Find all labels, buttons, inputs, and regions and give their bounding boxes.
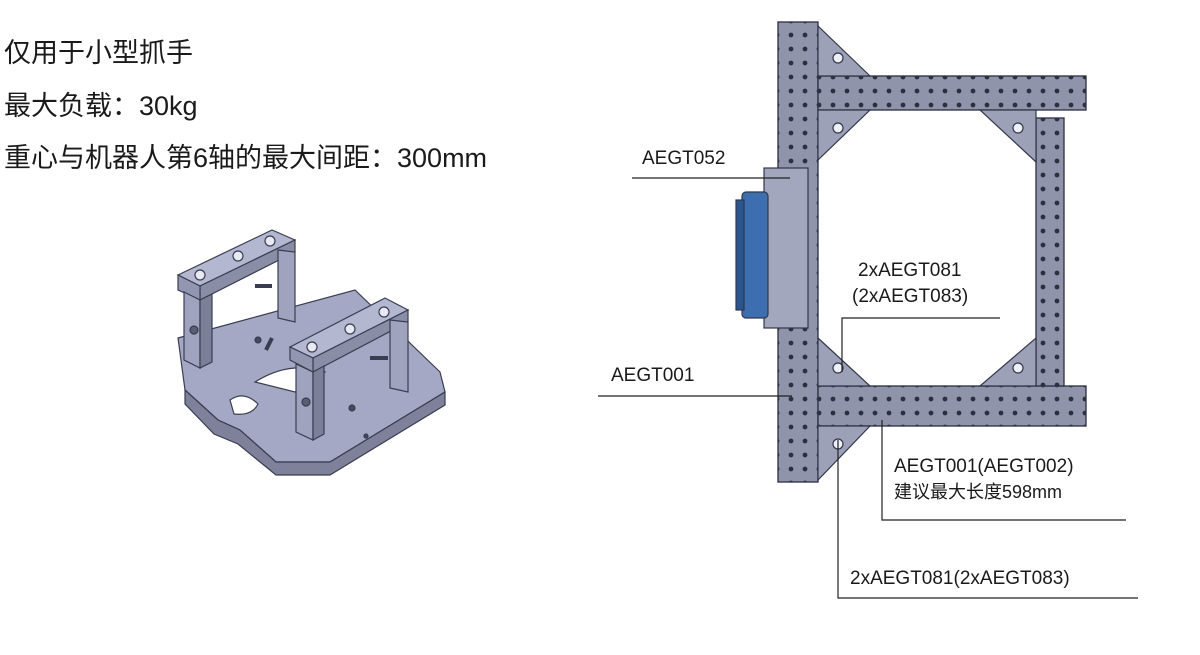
gusset-bottom-left: [817, 425, 872, 482]
gusset-top-left: [817, 24, 872, 77]
gusset-mid-left: [817, 109, 872, 162]
label-aegt052: AEGT052: [642, 148, 726, 169]
spec-usage: 仅用于小型抓手: [4, 38, 193, 68]
spec-max-distance: 重心与机器人第6轴的最大间距：300mm: [4, 143, 488, 173]
leader-lines: [598, 177, 1138, 599]
leader-aegt001-right: [881, 420, 1126, 521]
label-aegt001-right-line2: 建议最大长度598mm: [894, 482, 1063, 502]
bracket-front: [264, 297, 410, 442]
label-aegt001-right-line1: AEGT001(AEGT002): [894, 456, 1074, 477]
gusset-bottom-right: [978, 336, 1037, 387]
leader-aegt081-bottom: [837, 440, 1138, 599]
leader-aegt081-top: [841, 317, 1000, 372]
label-aegt081-top-line1: 2xAEGT081: [858, 260, 962, 281]
robot-flange: [741, 191, 769, 319]
label-aegt081-bottom: 2xAEGT081(2xAEGT083): [850, 568, 1070, 589]
adapter-plate: [763, 167, 809, 329]
bracket-back: [176, 229, 297, 369]
gusset-top-right: [978, 109, 1037, 164]
label-aegt001-left: AEGT001: [611, 365, 695, 386]
welding-frame-assembly: [735, 21, 1087, 483]
label-aegt081-top-line2: (2xAEGT083): [852, 286, 969, 307]
spec-max-load: 最大负载：30kg: [4, 91, 198, 121]
gusset-low-left: [817, 336, 872, 387]
